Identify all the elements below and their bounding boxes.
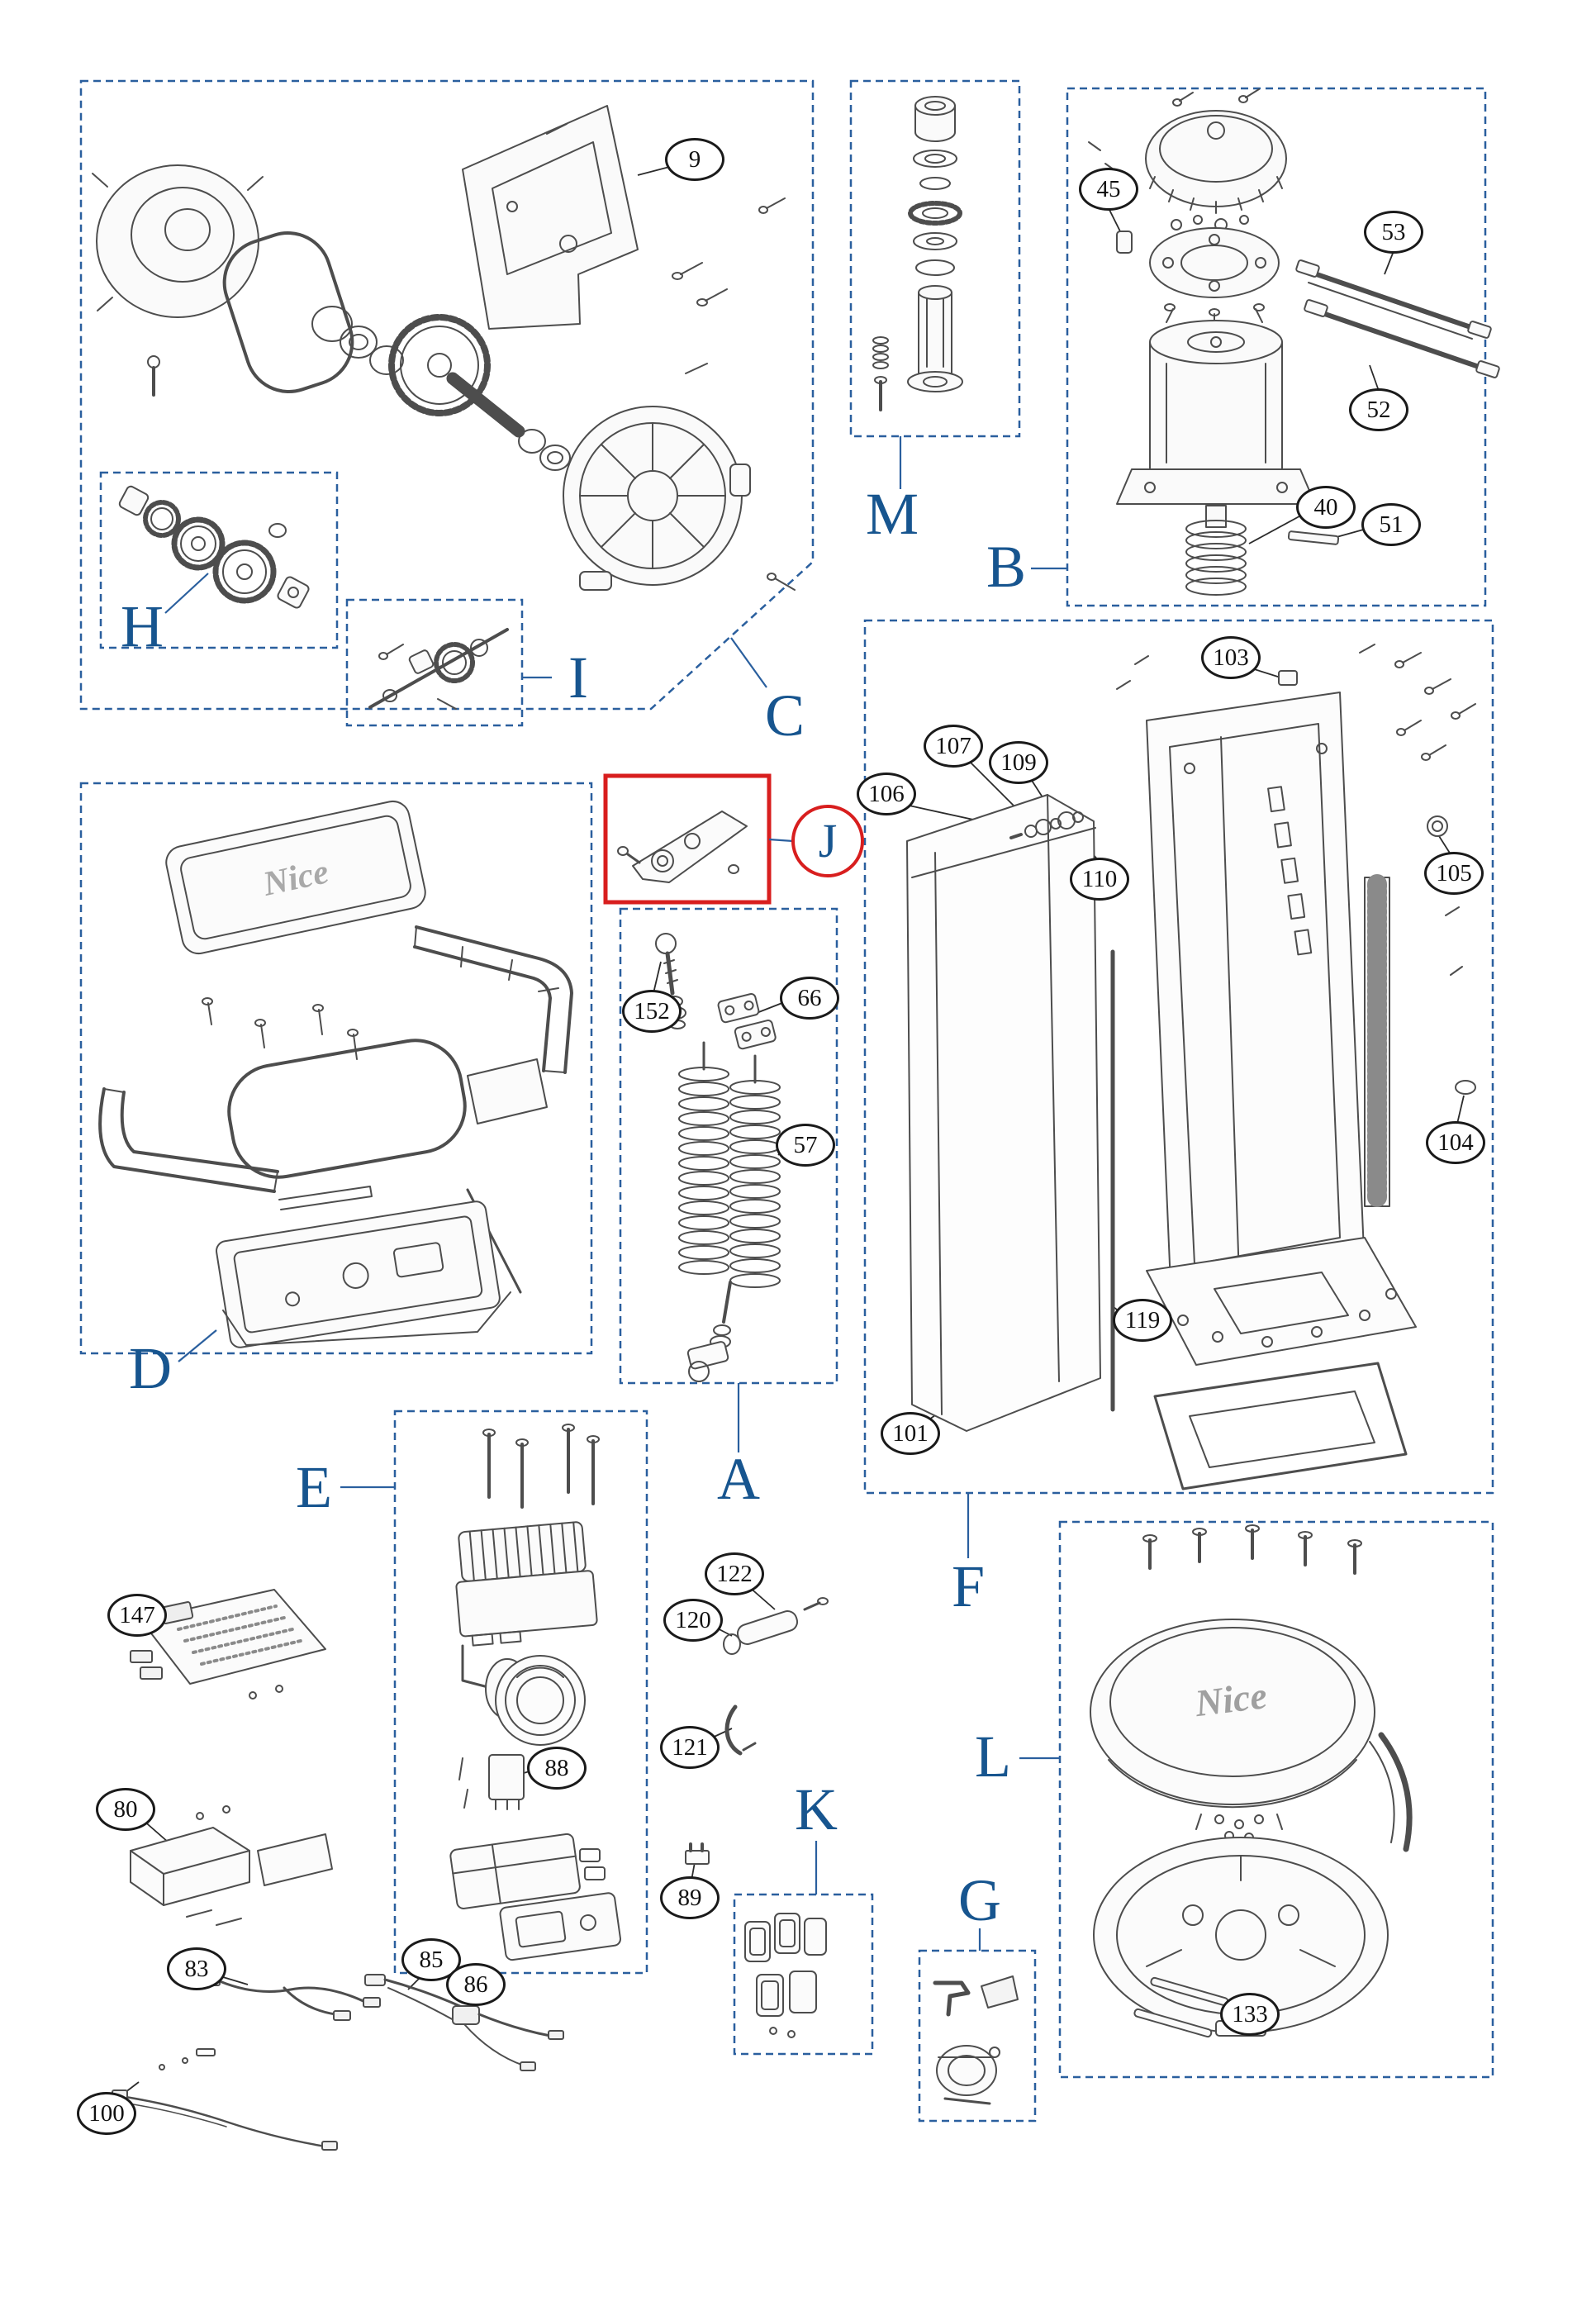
section-label-B: B xyxy=(986,534,1027,600)
part-callout-133: 133 xyxy=(1220,1993,1280,2036)
section-label-F: F xyxy=(951,1553,986,1619)
section-box-A xyxy=(619,907,838,1385)
section-label-D: D xyxy=(129,1335,172,1401)
part-callout-105: 105 xyxy=(1424,852,1484,895)
drawing-cabinet-assembly-f xyxy=(906,644,1476,1490)
part-callout-103: 103 xyxy=(1201,636,1261,679)
section-label-C: C xyxy=(764,682,805,749)
drawing-motor-assembly-b xyxy=(1088,88,1500,596)
section-box-H xyxy=(99,471,339,649)
part-callout-119: 119 xyxy=(1113,1299,1172,1342)
section-box-G xyxy=(918,1949,1037,2123)
part-callout-80: 80 xyxy=(96,1788,155,1831)
section-box-C xyxy=(79,79,815,711)
part-callout-100: 100 xyxy=(77,2092,136,2135)
part-callout-51: 51 xyxy=(1361,503,1421,546)
drawing-control-unit-e xyxy=(449,1424,621,1961)
part-callout-89: 89 xyxy=(660,1876,720,1919)
section-box-D xyxy=(79,782,593,1355)
exploded-drawings: Nice xyxy=(92,88,1500,2151)
section-label-M: M xyxy=(865,481,919,547)
drawing-shaft-kit-i xyxy=(368,628,509,710)
section-label-lines xyxy=(164,436,1067,1951)
section-box-B xyxy=(1066,87,1487,607)
section-boxes xyxy=(79,79,1494,2123)
drawing-loose-parts xyxy=(112,1589,829,2151)
drawing-cover-assembly-d: Nice xyxy=(98,800,573,1348)
part-callout-120: 120 xyxy=(663,1599,723,1642)
part-callout-45: 45 xyxy=(1079,168,1138,211)
part-callout-57: 57 xyxy=(776,1124,835,1167)
section-box-M xyxy=(849,79,1021,438)
section-label-J: J xyxy=(791,805,864,877)
part-callout-9: 9 xyxy=(665,138,724,181)
section-box-K xyxy=(733,1893,874,2056)
section-label-E: E xyxy=(296,1454,332,1520)
drawing-drum-cover-assembly-l: Nice xyxy=(1090,1524,1413,2038)
part-callout-110: 110 xyxy=(1070,858,1129,901)
section-label-K: K xyxy=(795,1776,838,1842)
part-callout-52: 52 xyxy=(1349,388,1408,431)
drawing-release-lever-j xyxy=(617,811,748,883)
part-callout-66: 66 xyxy=(780,977,839,1020)
drawing-lever-kit-g xyxy=(933,1975,1019,2105)
drawing-gear-kit-h xyxy=(118,485,310,609)
brand-logo-dome: Nice xyxy=(1192,1674,1269,1724)
drawing-gearmotor-assembly-c xyxy=(92,105,796,591)
section-box-E xyxy=(393,1410,648,1975)
part-callout-121: 121 xyxy=(660,1726,720,1769)
part-callout-86: 86 xyxy=(446,1963,506,2006)
section-label-G: G xyxy=(958,1867,1001,1933)
part-callout-101: 101 xyxy=(881,1412,940,1455)
drawing-pads-kit-k xyxy=(744,1913,827,2038)
section-label-L: L xyxy=(975,1723,1011,1790)
part-callout-88: 88 xyxy=(527,1747,587,1790)
section-label-H: H xyxy=(121,593,164,659)
section-box-F xyxy=(863,619,1494,1495)
part-callout-83: 83 xyxy=(167,1947,226,1990)
part-callout-104: 104 xyxy=(1426,1121,1485,1164)
part-callout-109: 109 xyxy=(989,741,1048,784)
part-callout-106: 106 xyxy=(857,773,916,815)
section-box-L xyxy=(1058,1520,1494,2079)
part-callout-122: 122 xyxy=(705,1552,764,1595)
part-callout-107: 107 xyxy=(924,725,983,768)
highlight-box-J xyxy=(603,773,772,905)
part-callout-53: 53 xyxy=(1364,211,1423,254)
part-callout-40: 40 xyxy=(1296,486,1356,529)
part-callout-152: 152 xyxy=(622,990,682,1033)
part-callout-147: 147 xyxy=(107,1594,167,1637)
section-label-A: A xyxy=(717,1446,760,1512)
section-box-I xyxy=(345,598,524,727)
section-label-I: I xyxy=(568,644,588,711)
drawing-release-kit-m xyxy=(872,96,963,411)
